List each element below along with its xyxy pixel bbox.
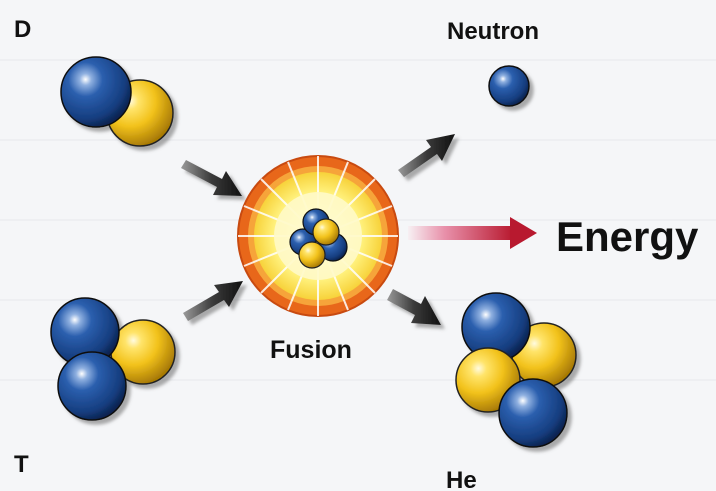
fusing-nucleons (289, 208, 348, 269)
helium-nucleus (455, 292, 577, 448)
neutron (57, 351, 127, 421)
neutron (60, 56, 132, 128)
neutron-label: Neutron (447, 18, 539, 45)
neutron (498, 378, 568, 448)
arrow-icon (181, 134, 455, 325)
deuterium-nucleus (60, 56, 174, 147)
helium-label: He (446, 467, 477, 491)
reaction-arrow-helium-out (387, 289, 441, 325)
fusion-label: Fusion (270, 336, 352, 364)
reaction-arrow-t-in (183, 281, 243, 321)
neutron (488, 65, 530, 107)
energy-label: Energy (556, 213, 699, 260)
tritium-label: T (14, 451, 29, 478)
free-neutron (488, 65, 530, 107)
reaction-arrow-d-in (181, 160, 242, 196)
energy-arrow-icon (408, 217, 537, 249)
tritium-nucleus (50, 297, 176, 421)
fusion-burst-icon (237, 155, 399, 317)
reaction-arrow-neutron-out (398, 134, 455, 177)
deuterium-label: D (14, 16, 31, 43)
